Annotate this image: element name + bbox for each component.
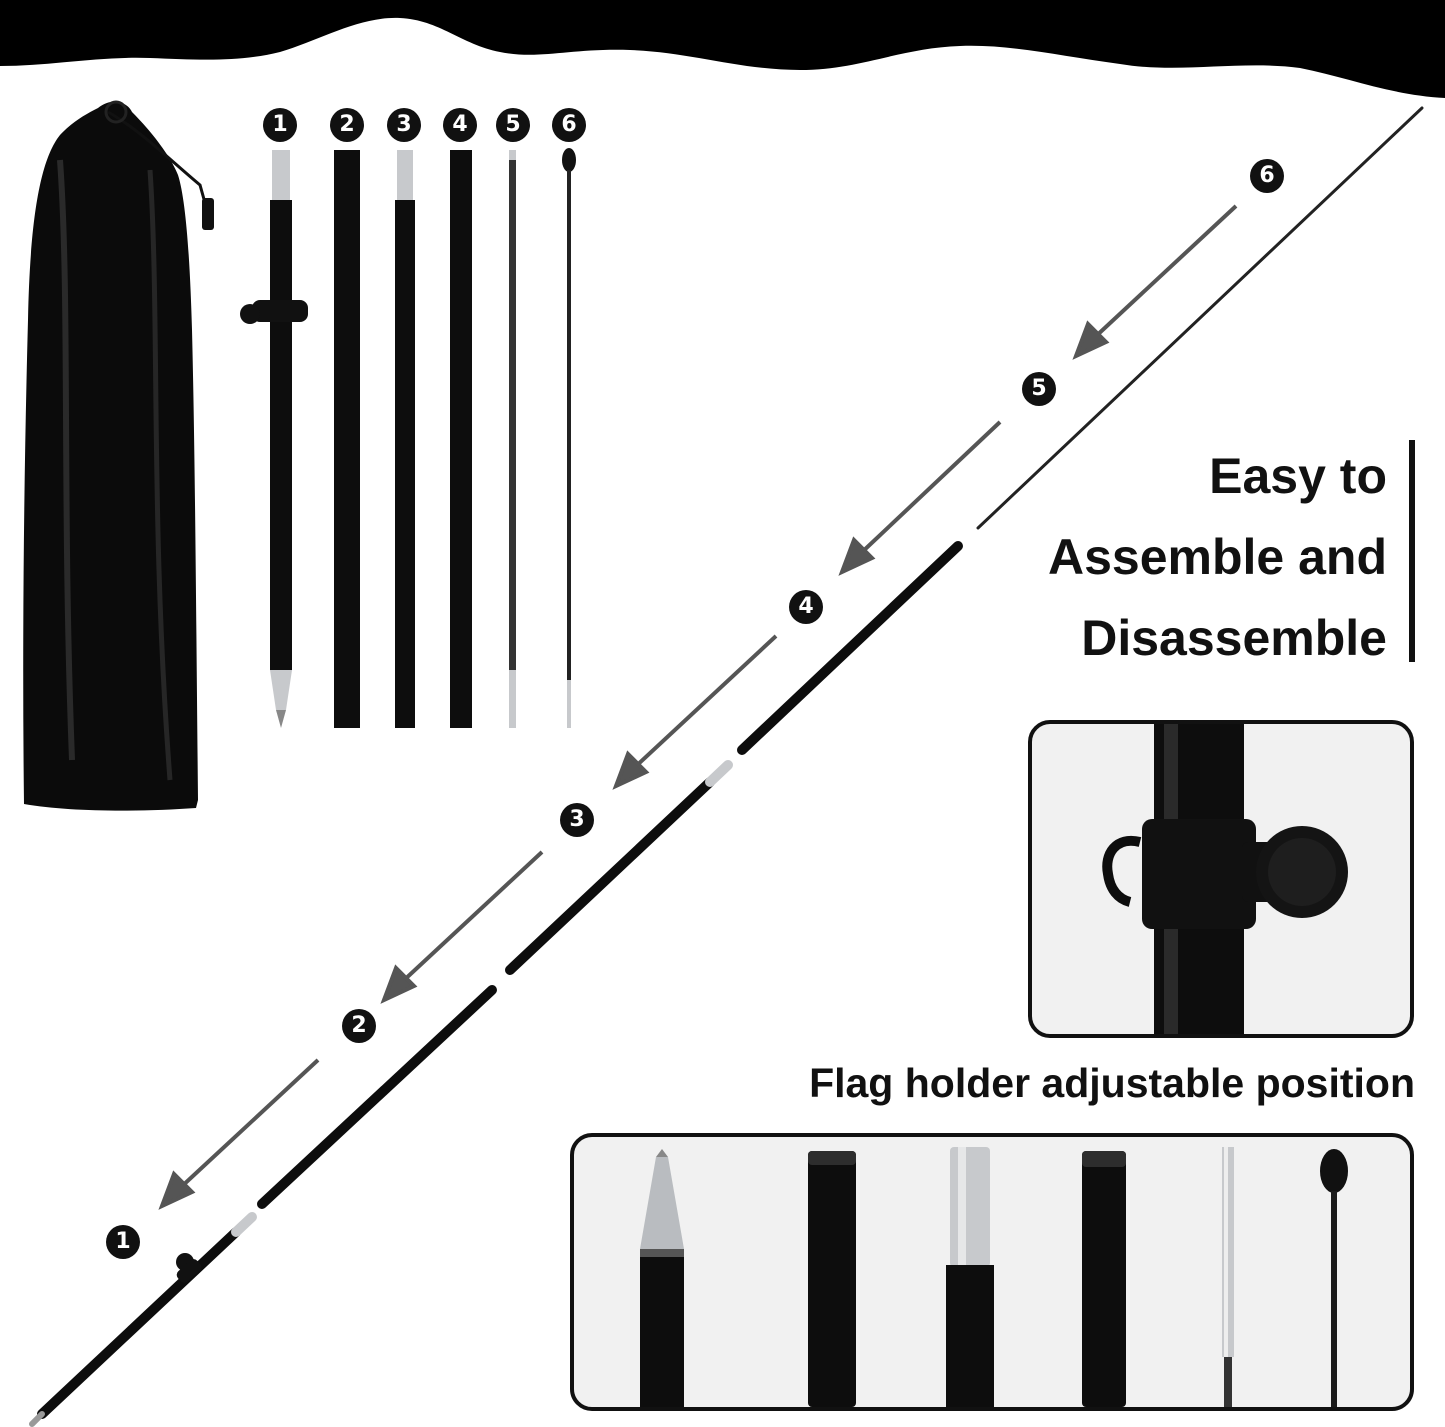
part-marker-4: 4 — [443, 108, 477, 142]
assembly-marker-1: 1 — [106, 1225, 140, 1259]
pole-section-2-icon — [334, 150, 360, 728]
headline-line-2: Assemble and — [1047, 529, 1387, 585]
pole-section-1-icon — [240, 150, 308, 728]
headline-line-3: Disassemble — [1081, 610, 1387, 666]
pole-end-2-icon — [808, 1151, 856, 1407]
assembly-marker-4: 4 — [789, 590, 823, 624]
part-marker-1: 1 — [263, 108, 297, 142]
storage-bag-icon — [23, 100, 214, 811]
assembly-arrow-icon — [612, 634, 778, 790]
flag-holder-caption: Flag holder adjustable position — [809, 1060, 1415, 1106]
assembly-arrow-icon — [380, 850, 544, 1004]
pole-end-6-icon — [1320, 1149, 1348, 1407]
pole-end-3-icon — [946, 1147, 994, 1407]
assembly-marker-5: 5 — [1022, 372, 1056, 406]
flag-holder-closeup-frame — [1028, 720, 1414, 1038]
assembly-marker-6: 6 — [1250, 159, 1284, 193]
headline-text: Easy to Assemble and Disassemble — [827, 436, 1387, 679]
headline-line-1: Easy to — [1209, 448, 1387, 504]
flag-holder-clip-icon — [1102, 724, 1348, 1034]
pole-ends-closeup-frame — [570, 1133, 1414, 1411]
pole-section-6-icon — [562, 148, 576, 728]
assembly-marker-3: 3 — [560, 803, 594, 837]
assembly-marker-2: 2 — [342, 1009, 376, 1043]
pole-end-1-icon — [640, 1149, 684, 1407]
pole-section-3-icon — [395, 150, 415, 728]
assembly-arrow-icon — [1072, 204, 1238, 360]
part-marker-6: 6 — [552, 108, 586, 142]
part-marker-3: 3 — [387, 108, 421, 142]
pole-end-4-icon — [1082, 1151, 1126, 1407]
assembly-arrow-icon — [838, 420, 1002, 576]
pole-section-5-icon — [509, 150, 516, 728]
pole-section-4-icon — [450, 150, 472, 728]
pole-end-5-icon — [1222, 1147, 1234, 1407]
headline-accent-bar — [1409, 440, 1415, 662]
top-wave-banner — [0, 0, 1445, 98]
part-marker-5: 5 — [496, 108, 530, 142]
part-marker-2: 2 — [330, 108, 364, 142]
pole-sections-row — [240, 148, 576, 728]
assembly-arrow-icon — [158, 1058, 320, 1210]
